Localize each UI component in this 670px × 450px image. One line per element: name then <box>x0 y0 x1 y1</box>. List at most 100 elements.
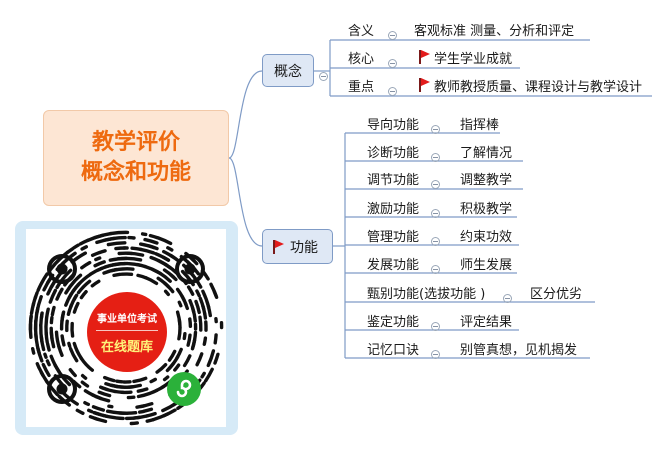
function-item-3-desc: 调整教学 <box>460 172 513 188</box>
function-item-5-minus-icon[interactable] <box>431 231 440 250</box>
qr-dot <box>124 256 143 262</box>
function-item-3-desc-node[interactable]: 调整教学 <box>460 169 513 188</box>
qr-finder-ring-2 <box>175 254 205 284</box>
qr-dot <box>107 404 114 409</box>
function-item-3[interactable]: 调节功能 <box>367 169 419 188</box>
concept-item-3-minus-icon[interactable] <box>388 81 397 100</box>
branch-concept[interactable]: 概念 <box>262 54 314 87</box>
qr-dot <box>80 260 92 270</box>
concept-item-1-desc-node[interactable]: 客观标准 测量、分析和评定 <box>414 20 574 39</box>
qr-dot <box>190 257 199 266</box>
qr-dot <box>80 245 88 251</box>
qr-dot <box>169 273 178 282</box>
function-item-1-desc-node[interactable]: 指挥棒 <box>460 114 499 133</box>
function-item-2-term: 诊断功能 <box>367 145 420 161</box>
function-item-4-term: 激励功能 <box>367 201 420 217</box>
qr-dot <box>206 349 216 368</box>
qr-dot <box>44 317 49 336</box>
function-item-9-minus-icon[interactable] <box>431 344 440 363</box>
qr-badge-line1: 事业单位考试 <box>97 313 157 325</box>
function-item-5[interactable]: 管理功能 <box>367 226 420 245</box>
qr-dot <box>68 347 79 363</box>
central-topic-line1: 教学评价 <box>91 130 180 155</box>
qr-dot <box>186 285 195 296</box>
function-item-2-minus-icon[interactable] <box>431 147 440 166</box>
function-item-9[interactable]: 记忆口诀 <box>367 339 419 358</box>
qr-dot <box>79 356 94 372</box>
function-item-9-desc: 别管真想，见机揭发 <box>460 342 578 358</box>
function-item-1-minus-icon[interactable] <box>431 119 440 138</box>
function-item-7-desc-node[interactable]: 区分优劣 <box>530 283 582 302</box>
qr-dot <box>204 367 214 383</box>
qr-dot <box>132 376 148 384</box>
concept-item-2[interactable]: 核心 <box>348 48 374 67</box>
function-item-4-desc-node[interactable]: 积极教学 <box>460 198 512 217</box>
flag-icon <box>418 78 430 92</box>
qr-dot <box>114 416 125 421</box>
concept-item-1[interactable]: 含义 <box>348 20 374 39</box>
qr-code[interactable] <box>26 229 226 427</box>
branch-function[interactable]: 功能 <box>262 229 333 264</box>
branch-concept-label: 概念 <box>274 63 302 80</box>
collapse-concept-icon[interactable] <box>319 66 328 85</box>
qr-dot <box>43 352 48 359</box>
qr-dot <box>168 287 175 294</box>
qr-dot <box>156 236 173 246</box>
qr-dot <box>79 290 88 300</box>
function-item-8[interactable]: 鉴定功能 <box>367 311 419 330</box>
function-item-8-desc-node[interactable]: 评定结果 <box>460 311 512 330</box>
qr-dot <box>57 394 65 402</box>
concept-item-3[interactable]: 重点 <box>348 76 374 95</box>
function-item-6-minus-icon[interactable] <box>431 259 440 278</box>
qr-dot <box>54 330 61 350</box>
function-item-8-minus-icon[interactable] <box>431 316 440 335</box>
function-item-6[interactable]: 发展功能 <box>367 254 419 273</box>
function-item-3-minus-icon[interactable] <box>431 174 440 193</box>
concept-item-2-minus-icon[interactable] <box>388 53 397 72</box>
qr-dot <box>70 321 75 338</box>
qr-dot <box>188 317 193 328</box>
function-item-4[interactable]: 激励功能 <box>367 198 420 217</box>
function-item-2-desc-node[interactable]: 了解情况 <box>460 142 512 161</box>
qr-dot <box>48 288 58 304</box>
qr-dot <box>180 294 186 303</box>
qr-dot <box>31 347 36 355</box>
concept-item-1-minus-icon[interactable] <box>388 25 397 44</box>
mini-program-icon <box>167 372 201 406</box>
qr-dot <box>80 380 90 388</box>
qr-dot <box>39 370 45 377</box>
qr-dot <box>105 409 122 415</box>
qr-dot <box>55 282 62 290</box>
qr-dot <box>103 375 116 383</box>
concept-item-2-desc-node[interactable]: 学生学业成就 <box>418 48 512 67</box>
function-item-2[interactable]: 诊断功能 <box>367 142 420 161</box>
qr-dot <box>177 318 182 330</box>
qr-dot <box>35 295 43 315</box>
qr-dot <box>192 275 203 289</box>
flag-icon <box>272 239 284 254</box>
qr-dot <box>183 301 189 311</box>
function-item-7[interactable]: 甄别功能(选拔功能 ) <box>367 283 485 302</box>
qr-dot <box>194 299 201 315</box>
qr-dot <box>158 271 172 283</box>
qr-dot <box>99 385 109 392</box>
function-item-6-desc-node[interactable]: 师生发展 <box>460 254 512 273</box>
function-item-7-minus-icon[interactable] <box>503 288 512 307</box>
qr-dot <box>92 410 101 416</box>
qr-dot <box>72 301 80 314</box>
function-item-1-term: 导向功能 <box>367 117 420 133</box>
concept-item-3-desc-node[interactable]: 教师教授质量、课程设计与教学设计 <box>418 76 642 95</box>
function-item-1[interactable]: 导向功能 <box>367 114 420 133</box>
link-central-concept <box>228 70 263 159</box>
function-item-9-desc-node[interactable]: 别管真想，见机揭发 <box>460 339 578 358</box>
qr-dot <box>191 306 197 323</box>
function-item-5-desc-node[interactable]: 约束功效 <box>460 226 512 245</box>
qr-dot <box>73 273 83 282</box>
function-item-5-term: 管理功能 <box>367 229 420 245</box>
qr-dot <box>90 249 107 257</box>
central-topic[interactable]: 教学评价 概念和功能 <box>43 110 229 206</box>
qr-dot <box>146 244 156 250</box>
function-item-4-minus-icon[interactable] <box>431 203 440 222</box>
qr-dot <box>60 334 66 347</box>
qr-dot <box>202 336 208 346</box>
